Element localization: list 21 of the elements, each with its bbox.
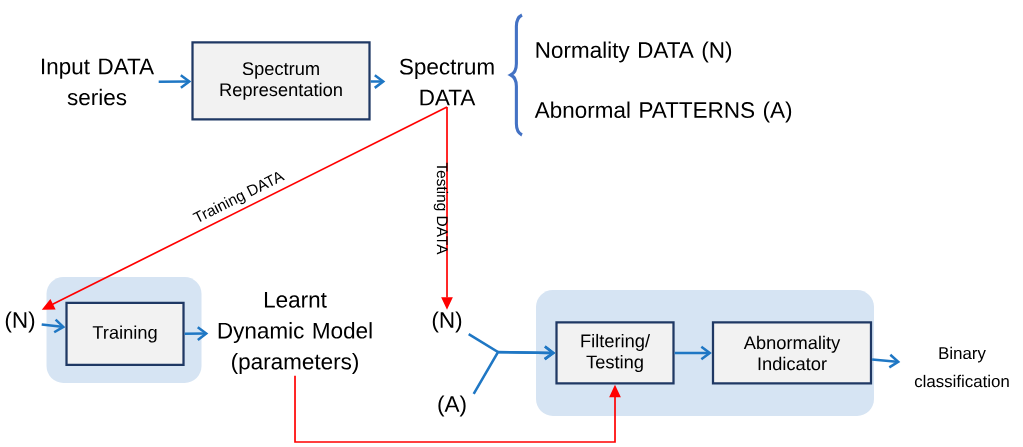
process-box: Abnormality Indicator <box>711 321 873 385</box>
label-text: Spectrum DATA <box>399 58 494 106</box>
edge-label: Testing DATA <box>433 162 449 255</box>
arrow <box>294 374 621 443</box>
process-box: Filtering/ Testing <box>555 321 675 385</box>
label-text: Input DATA series <box>42 58 155 106</box>
arrow <box>41 318 66 334</box>
label-text: (N) <box>5 311 35 333</box>
process-box: Training <box>65 301 185 367</box>
process-box: Spectrum Representation <box>191 41 371 121</box>
arrow <box>872 353 901 369</box>
label-text: Normality DATA (N) <box>536 41 732 63</box>
arrow <box>674 345 712 361</box>
label-text: (N) <box>432 311 462 333</box>
label-text: Learnt Dynamic Model (parameters) <box>218 292 372 374</box>
label-text: (A) <box>438 395 466 417</box>
arrow <box>472 345 556 395</box>
label-text: Abnormal PATTERNS (A) <box>534 101 792 123</box>
arrow <box>158 74 192 89</box>
label-text: Binary classification <box>914 346 1009 388</box>
arrow <box>184 326 209 341</box>
